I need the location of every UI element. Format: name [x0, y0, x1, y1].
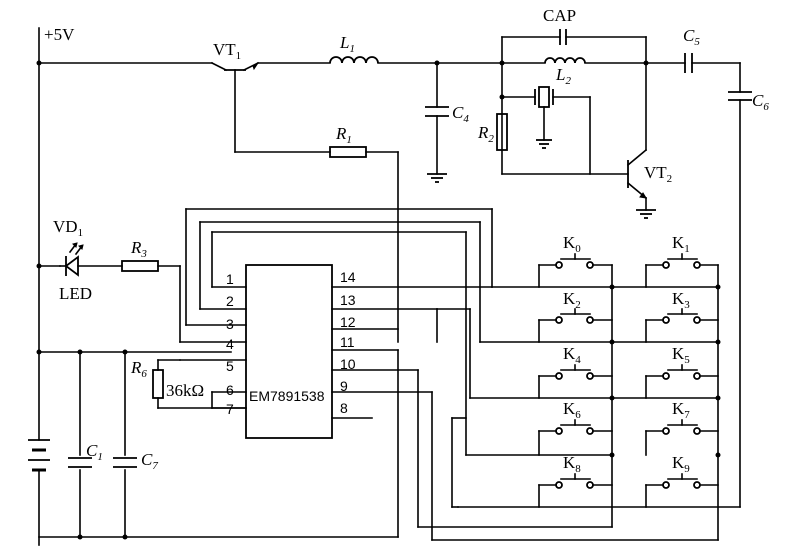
r2-label: R2 [477, 123, 494, 145]
pin-13: 13 [340, 292, 356, 308]
k0-label: K0 [563, 233, 581, 255]
k1-label: K1 [672, 233, 690, 255]
k9-label: K9 [672, 453, 690, 475]
r6-value: 36kΩ [166, 381, 204, 400]
key-k9 [645, 473, 719, 489]
key-k2 [538, 308, 613, 324]
pin-5: 5 [226, 358, 234, 374]
pin-8: 8 [340, 400, 348, 416]
key-k4 [538, 364, 613, 380]
c7-label: C7 [141, 450, 158, 472]
k6-label: K6 [563, 399, 581, 421]
pin-4: 4 [226, 336, 234, 352]
pin-1: 1 [226, 271, 234, 287]
pin-12: 12 [340, 314, 356, 330]
pin-9: 9 [340, 378, 348, 394]
ic-right-pins [331, 286, 493, 419]
transistor-vt1 [210, 61, 260, 153]
c5-label: C5 [683, 26, 700, 48]
key-k8 [538, 473, 613, 489]
ic-left-pins [185, 286, 247, 409]
ic-name: EM7891538 [249, 388, 325, 404]
ground-bus [38, 351, 399, 538]
tank-network [501, 29, 686, 175]
key-k5 [645, 364, 719, 380]
pin-6: 6 [226, 382, 234, 398]
supply-rail [38, 27, 213, 441]
pin-10: 10 [340, 356, 356, 372]
k3-label: K3 [672, 289, 690, 311]
c1-label: C1 [86, 441, 103, 463]
capacitor-c5 [684, 53, 741, 73]
pin-3: 3 [226, 316, 234, 332]
k4-label: K4 [563, 344, 581, 366]
resistor-r2 [496, 113, 508, 151]
junction-dots [36, 60, 721, 540]
vd1-label: VD1 [53, 217, 83, 239]
vt1-label: VT1 [213, 40, 241, 62]
k5-label: K5 [672, 344, 690, 366]
crystal [501, 86, 591, 175]
l1-label: L1 [339, 33, 355, 55]
key-k3 [645, 308, 719, 324]
capacitor-c1 [68, 457, 92, 468]
c4-label: C4 [452, 103, 469, 125]
pin-11: 11 [340, 334, 355, 350]
r1-label: R1 [335, 124, 352, 146]
l2-label: L2 [555, 65, 571, 87]
key-k1 [645, 253, 719, 269]
vt2-label: VT2 [644, 163, 672, 185]
resistor-r3 [121, 260, 247, 343]
capacitor-c4 [425, 62, 449, 183]
led-type-label: LED [59, 284, 92, 303]
pin-7: 7 [226, 401, 234, 417]
key-k0 [538, 253, 613, 269]
capacitor-c6 [457, 62, 752, 508]
supply-label: +5V [44, 25, 75, 44]
r6-label: R6 [130, 358, 147, 380]
keypad-matrix-wires [185, 208, 719, 541]
k7-label: K7 [672, 399, 690, 421]
pin-14: 14 [340, 269, 356, 285]
battery-symbol [28, 439, 50, 546]
pin-2: 2 [226, 293, 234, 309]
r3-label: R3 [130, 238, 147, 260]
ic-body [245, 264, 333, 439]
cap-label: CAP [543, 6, 576, 25]
key-k7 [645, 419, 719, 435]
led-vd1 [59, 242, 123, 277]
c6-label: C6 [752, 91, 769, 113]
key-k6 [538, 419, 613, 435]
resistor-r1 [234, 146, 399, 343]
capacitor-c7 [113, 457, 137, 468]
inductor-l1 [329, 56, 379, 64]
k2-label: K2 [563, 289, 581, 311]
k8-label: K8 [563, 453, 581, 475]
transistor-vt2 [626, 148, 656, 219]
